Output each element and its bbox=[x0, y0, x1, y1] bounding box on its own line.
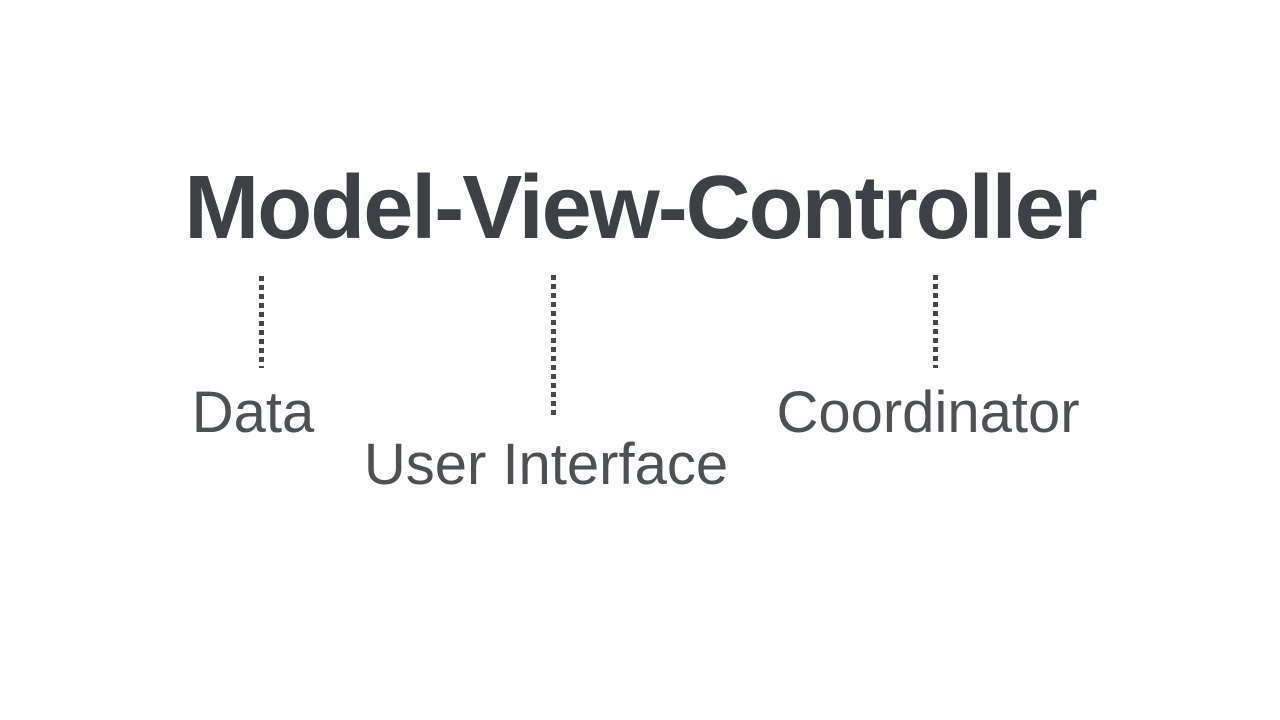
connector-view-to-user-interface bbox=[551, 275, 556, 418]
connector-controller-to-coordinator bbox=[933, 275, 938, 368]
diagram-title: Model-View-Controller bbox=[184, 158, 1097, 258]
label-user-interface: User Interface bbox=[363, 432, 729, 497]
label-data: Data bbox=[191, 380, 315, 445]
connector-model-to-data bbox=[259, 276, 264, 368]
label-coordinator: Coordinator bbox=[776, 380, 1080, 445]
